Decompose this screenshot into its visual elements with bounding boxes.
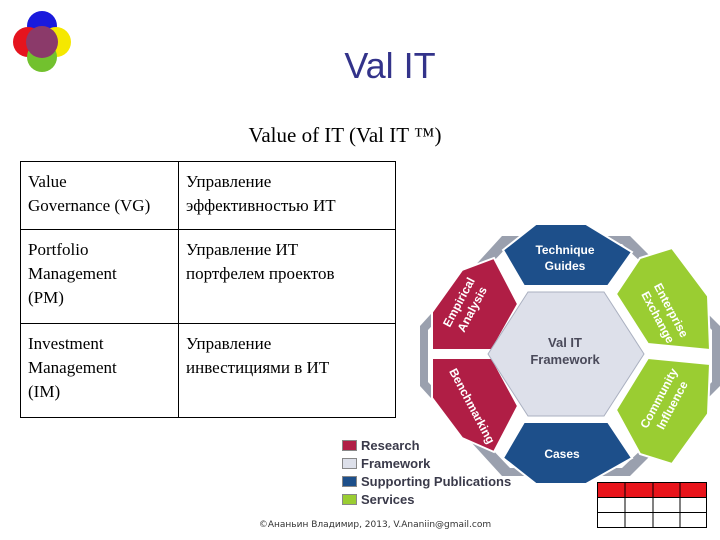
legend-item-supporting-publications: Supporting Publications (342, 472, 512, 490)
cases-label: Cases (544, 447, 580, 461)
table-row: Portfolio Management (PM) Управление ИТ … (20, 228, 396, 324)
grid-row (597, 512, 707, 528)
legend-item-services: Services (342, 490, 512, 508)
center-label-line-1: Val IT (548, 335, 582, 350)
cell-line: Управление ИТ (186, 239, 299, 259)
legend-label: Research (361, 437, 420, 453)
legend-item-framework: Framework (342, 454, 512, 472)
cell-line: (IM) (28, 381, 61, 401)
cell-line: Управление (186, 172, 272, 191)
val-it-framework-diagram: Val IT Framework Technique Guides Enterp… (420, 223, 720, 485)
center-label-line-2: Framework (530, 352, 600, 367)
cell-line: Value (28, 172, 67, 191)
table-row: Investment Management (IM) Управление ин… (20, 322, 396, 419)
grid-row (597, 497, 707, 513)
table-row: Value Governance (VG) Управление эффекти… (20, 161, 396, 230)
legend-label: Supporting Publications (361, 473, 512, 489)
cell-line: портфелем проектов (186, 263, 335, 283)
cell-line: эффективностью ИТ (186, 196, 336, 215)
legend-label: Framework (361, 455, 431, 471)
technique-guides-label-1: Technique (535, 243, 594, 257)
slide-subtitle: Value of IT (Val IT ™) (248, 123, 442, 147)
cell-line: Investment (28, 333, 104, 353)
table-cell-en: Investment Management (IM) (20, 322, 179, 419)
table-cell-en: Portfolio Management (PM) (20, 228, 179, 324)
cell-line: Governance (VG) (28, 196, 151, 215)
logo-circle-center (26, 26, 58, 58)
cell-line: Portfolio (28, 239, 89, 259)
logo-circles (13, 11, 71, 72)
legend-swatch-framework (342, 457, 357, 469)
segment-benchmarking (431, 357, 520, 454)
diagram-legend: Research Framework Supporting Publicatio… (342, 436, 512, 508)
decorative-grid-mark (597, 482, 707, 528)
segment-community-influence (614, 356, 712, 466)
slide-title: Val IT (344, 45, 436, 86)
segment-enterprise-exchange (614, 246, 712, 352)
technique-guides-label-2: Guides (545, 259, 586, 273)
footer-copyright: ©Ананьин Владимир, 2013, V.Ananiin@gmail… (258, 520, 492, 530)
legend-swatch-services (342, 493, 357, 505)
cell-line: (PM) (28, 287, 64, 307)
segment-cases (501, 421, 634, 485)
segment-technique-guides (501, 223, 634, 287)
table-cell-en: Value Governance (VG) (20, 161, 179, 230)
cell-line: Управление (186, 333, 272, 353)
legend-swatch-publications (342, 475, 357, 487)
table-cell-ru: Управление ИТ портфелем проектов (178, 228, 396, 324)
domains-table: Value Governance (VG) Управление эффекти… (20, 161, 396, 419)
cell-line: инвестициями в ИТ (186, 357, 330, 377)
segment-val-it-framework (487, 291, 645, 417)
grid-header-band (597, 482, 707, 498)
legend-swatch-research (342, 439, 357, 451)
table-cell-ru: Управление эффективностью ИТ (178, 161, 396, 230)
legend-label: Services (361, 491, 415, 507)
cell-line: Management (28, 263, 117, 283)
legend-item-research: Research (342, 436, 512, 454)
table-cell-ru: Управление инвестициями в ИТ (178, 322, 396, 419)
cell-line: Management (28, 357, 117, 377)
